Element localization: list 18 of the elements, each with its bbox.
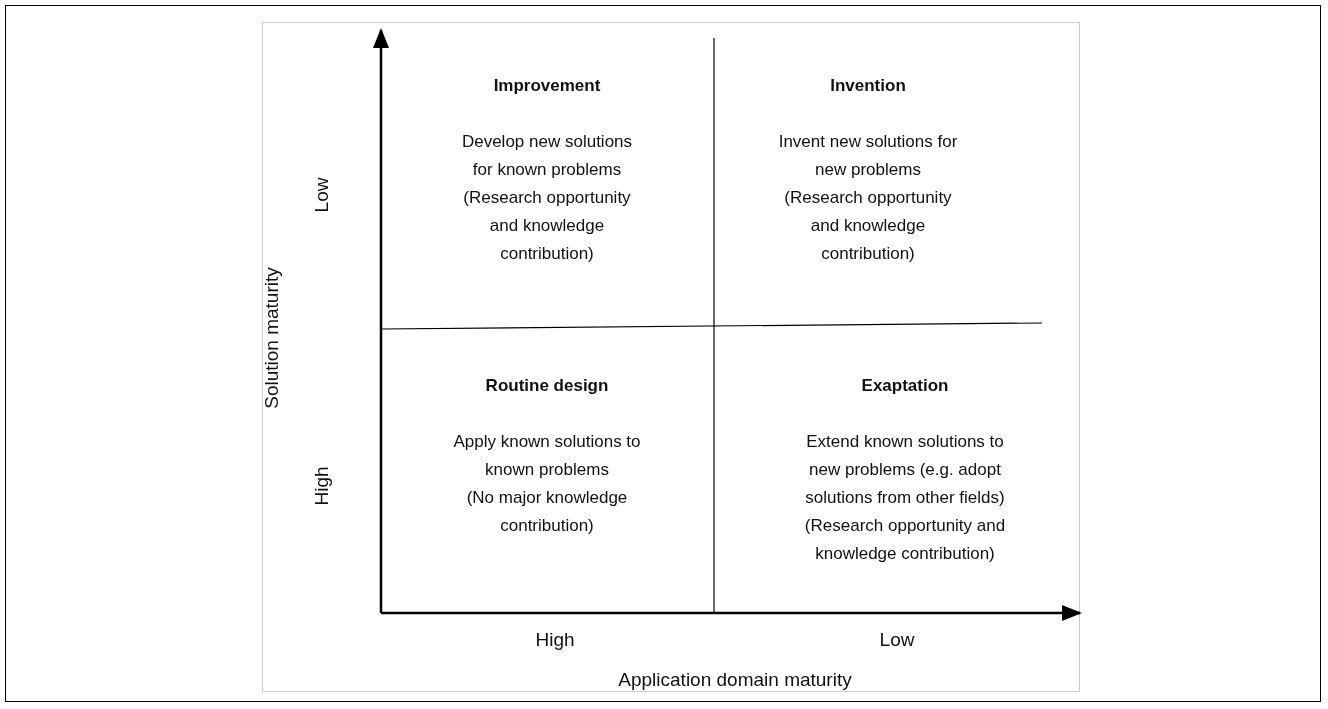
- axis-level-label: Low: [879, 629, 915, 651]
- quadrant-heading: Improvement: [492, 75, 602, 97]
- axis-level-label: High: [535, 629, 575, 651]
- quadrant-description: Develop new solutions for known problems: [460, 131, 634, 181]
- quadrant-heading: Invention: [829, 75, 907, 97]
- quadrant-heading: Exaptation: [860, 375, 950, 397]
- quadrant-description: Invent new solutions for new problems: [778, 131, 958, 181]
- axis-level-label: High: [311, 466, 333, 506]
- axis-title: Solution maturity: [261, 267, 283, 409]
- axis-title: Application domain maturity: [618, 669, 852, 691]
- quadrant-description: Extend known solutions to new problems (e.g. adopt solutions from other fields): [804, 431, 1006, 509]
- quadrant-description: (Research opportunity and knowledge contribution): [803, 515, 1007, 565]
- axis-level-label: Low: [311, 177, 333, 213]
- quadrant-description: Apply known solutions to known problems: [452, 431, 642, 481]
- quadrant-heading: Routine design: [484, 375, 610, 397]
- quadrant-description: (Research opportunity and knowledge contribution): [462, 187, 632, 265]
- quadrant-description: (No major knowledge contribution): [465, 487, 629, 537]
- quadrant-description: (Research opportunity and knowledge contribution): [783, 187, 953, 265]
